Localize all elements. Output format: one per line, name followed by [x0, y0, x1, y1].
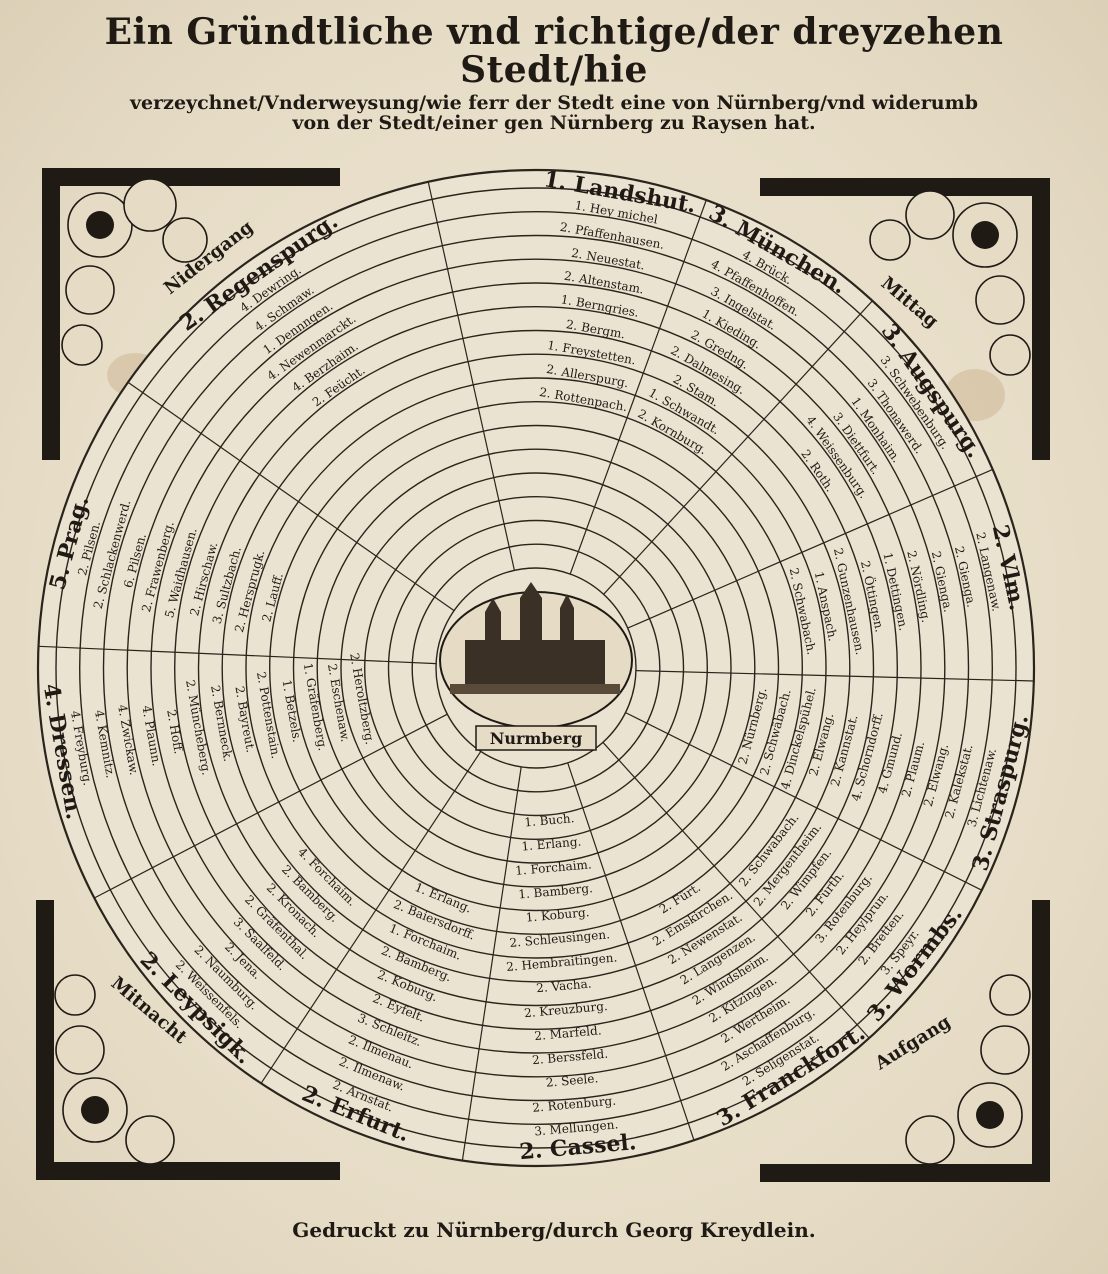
station-label: 1. Koburg. [525, 905, 590, 925]
distance-ring [387, 519, 685, 817]
distance-ring [174, 306, 898, 1030]
station-label: 1. Erlang. [521, 834, 582, 853]
distance-ring [340, 472, 732, 864]
sector-divider [567, 762, 695, 1141]
distance-ring [269, 401, 803, 935]
station-label: 2. Marfeld. [534, 1023, 602, 1043]
station-label: 1. Bamberg. [518, 881, 594, 901]
station-label: 2. Seele. [545, 1071, 598, 1090]
title-line-1: Ein Gründtliche vnd richtige/der dreyzeh… [104, 11, 1004, 91]
distance-ring [411, 543, 661, 793]
sector-divider [260, 751, 482, 1084]
distance-ring [150, 282, 922, 1054]
nuremberg-center: Nurmberg [439, 582, 633, 751]
center-label: Nurmberg [490, 729, 583, 748]
distance-ring [55, 187, 1017, 1149]
sector-divider [635, 670, 1034, 682]
sector-divider [602, 741, 870, 1039]
distance-ring [292, 424, 780, 912]
imprint: Gedruckt zu Nürnberg/durch Georg Kreydle… [292, 1218, 816, 1242]
distance-ring [435, 567, 637, 769]
station-label: 1. Forchaim. [515, 857, 592, 878]
sector-divider [127, 381, 455, 612]
distance-ring [79, 211, 993, 1125]
distance-ring [126, 258, 946, 1078]
station-label: 2. Vacha. [536, 977, 592, 996]
distance-ring [316, 448, 756, 888]
distance-ring [221, 353, 851, 983]
distance-ring [245, 377, 827, 959]
distance-ring [197, 329, 875, 1007]
sector-divider [603, 300, 873, 595]
sector-divider [627, 468, 993, 629]
wind-head-bottom-left-icon [54, 974, 175, 1165]
sector-divider [427, 181, 515, 571]
sector-divider [94, 713, 448, 899]
station-label: 2. Berssfeld. [532, 1047, 609, 1068]
map-title: Ein Gründtliche vnd richtige/der dreyzeh… [60, 11, 1048, 134]
sector-divider [569, 199, 707, 575]
sector-divider [461, 766, 522, 1161]
title-line-3: von der Stedt/einer gen Nürnberg zu Rays… [292, 111, 816, 134]
wind-head-bottom-right-icon [905, 974, 1031, 1165]
sector-divider [38, 645, 437, 665]
distance-ring [102, 234, 970, 1102]
title-line-2: verzeychnet/Vnderweysung/wie ferr der St… [130, 91, 978, 114]
sector-divider [625, 712, 982, 891]
city-skyline-icon [450, 582, 620, 694]
wind-head-top-right-icon [869, 190, 1031, 376]
station-label: 1. Buch. [524, 811, 575, 829]
wind-head-top-left-icon [61, 178, 208, 366]
distance-ring [364, 496, 709, 841]
